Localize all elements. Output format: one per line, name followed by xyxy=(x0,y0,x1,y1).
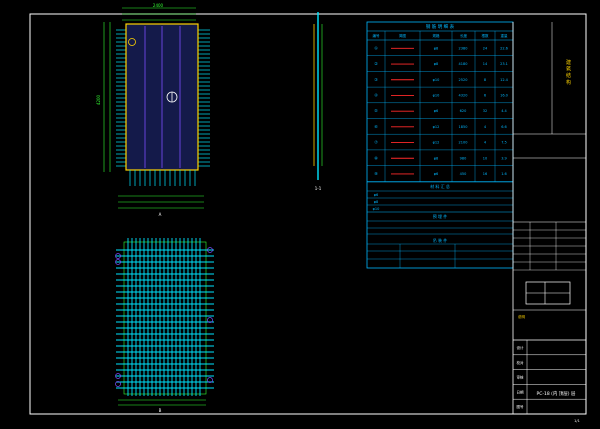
summary-row-label: φ6 xyxy=(374,193,379,197)
schedule-row-weight: 3.9 xyxy=(501,156,507,160)
schedule-row-count: 4 xyxy=(484,141,487,145)
schedule-row-count: 4 xyxy=(484,125,487,129)
schedule-row-weight: 7.5 xyxy=(501,141,507,145)
schedule-row-length: 4320 xyxy=(459,93,468,97)
plan-view: 2400 4200 A xyxy=(96,3,210,217)
schedule-row-weight: 23.1 xyxy=(500,62,508,66)
schedule-column-header: 根数 xyxy=(482,33,490,38)
schedule-row-weight: 6.6 xyxy=(501,125,507,129)
rebar-schedule-table: 钢 筋 明 细 表 编号 简图 规格 长度 根数 重量 ① φ8 2380 24 22.6 ② φ8 4… xyxy=(366,21,514,269)
title-block-label: 日期 xyxy=(517,389,525,394)
lifting-title: 吊 装 件 xyxy=(433,237,448,243)
plan-dim-side: 4200 xyxy=(96,94,101,105)
plan-label-a: A xyxy=(159,212,162,217)
schedule-row-length: 2520 xyxy=(459,78,468,82)
schedule-row-length: 620 xyxy=(460,109,467,113)
schedule-row-spec: φ12 xyxy=(433,125,440,129)
schedule-row-count: 10 xyxy=(483,156,487,160)
summary-row-label: φ8 xyxy=(374,200,379,204)
rebar-mark-icon xyxy=(207,247,213,253)
summary-title: 材 料 汇 总 xyxy=(430,183,450,189)
schedule-column-header: 编号 xyxy=(373,33,381,38)
schedule-row-id: ⑦ xyxy=(374,140,378,145)
summary-row-label: φ10 xyxy=(373,207,380,211)
rebar-mark-icon xyxy=(115,259,121,265)
schedule-row-weight: 16.0 xyxy=(500,93,508,97)
plan-dim-top: 2400 xyxy=(153,3,164,8)
schedule-column-header: 重量 xyxy=(501,33,509,38)
drawing-title: PC-18 (内 顶层) 层 xyxy=(536,390,576,397)
plan-label-b: B xyxy=(159,408,162,413)
schedule-row-id: ⑤ xyxy=(374,108,378,113)
schedule-row-spec: φ6 xyxy=(434,172,439,176)
schedule-column-header: 简图 xyxy=(399,33,407,38)
schedule-column-header: 长度 xyxy=(460,33,468,38)
schedule-row-spec: φ6 xyxy=(434,109,439,113)
corner-marker-icon xyxy=(128,38,136,46)
section-label: 1-1 xyxy=(315,186,322,191)
title-block-label: 图号 xyxy=(517,404,525,409)
schedule-row-weight: 22.6 xyxy=(500,46,508,50)
schedule-title: 钢 筋 明 细 表 xyxy=(426,23,455,30)
schedule-row-count: 24 xyxy=(483,46,488,50)
schedule-row-length: 2100 xyxy=(459,141,468,145)
title-block-label: 校对 xyxy=(517,360,525,365)
schedule-row-id: ⑥ xyxy=(374,124,378,129)
drawing-border xyxy=(29,13,587,415)
title-block-note: 说明 xyxy=(518,314,526,319)
rebar-mark-icon xyxy=(207,377,213,383)
schedule-row-spec: φ10 xyxy=(433,93,440,97)
sheet-number: 1/1 xyxy=(574,419,580,423)
rebar-mark-icon xyxy=(115,381,121,387)
schedule-row-spec: φ8 xyxy=(434,46,439,50)
rebar-mark-icon xyxy=(115,253,121,259)
schedule-row-count: 14 xyxy=(483,62,488,66)
section-view: 1-1 xyxy=(313,12,323,191)
schedule-row-length: 4180 xyxy=(459,62,468,66)
schedule-row-length: 1850 xyxy=(459,125,468,129)
schedule-row-id: ④ xyxy=(374,92,378,97)
schedule-row-id: ⑨ xyxy=(374,171,378,176)
schedule-row-spec: φ8 xyxy=(434,62,439,66)
rebar-mark-icon xyxy=(115,373,121,379)
schedule-row-id: ② xyxy=(374,61,378,66)
title-block-label: 审核 xyxy=(517,375,525,380)
schedule-row-weight: 4.4 xyxy=(501,109,507,113)
title-block-label: 设计 xyxy=(517,345,525,350)
schedule-row-length: 450 xyxy=(460,172,467,176)
schedule-row-count: 16 xyxy=(483,172,487,176)
embedded-title: 预 埋 件 xyxy=(433,213,448,219)
schedule-row-length: 980 xyxy=(460,156,467,160)
schedule-row-id: ① xyxy=(374,45,378,50)
schedule-row-count: 32 xyxy=(483,109,487,113)
schedule-row-length: 2380 xyxy=(459,46,468,50)
schedule-row-weight: 1.6 xyxy=(501,172,507,176)
schedule-row-count: 8 xyxy=(484,78,486,82)
schedule-row-spec: φ8 xyxy=(434,156,439,160)
schedule-row-id: ③ xyxy=(374,77,378,82)
schedule-row-id: ⑧ xyxy=(374,155,378,160)
schedule-row-spec: φ12 xyxy=(433,141,440,145)
schedule-row-count: 6 xyxy=(484,93,486,97)
rebar-layout-view: B xyxy=(115,238,214,413)
schedule-row-spec: φ10 xyxy=(433,78,440,82)
title-block-side-label: 建 筑 结 构 xyxy=(565,59,571,86)
rebar-mark-icon xyxy=(207,317,213,323)
schedule-row-weight: 12.4 xyxy=(500,78,509,82)
schedule-column-header: 规格 xyxy=(433,33,441,38)
